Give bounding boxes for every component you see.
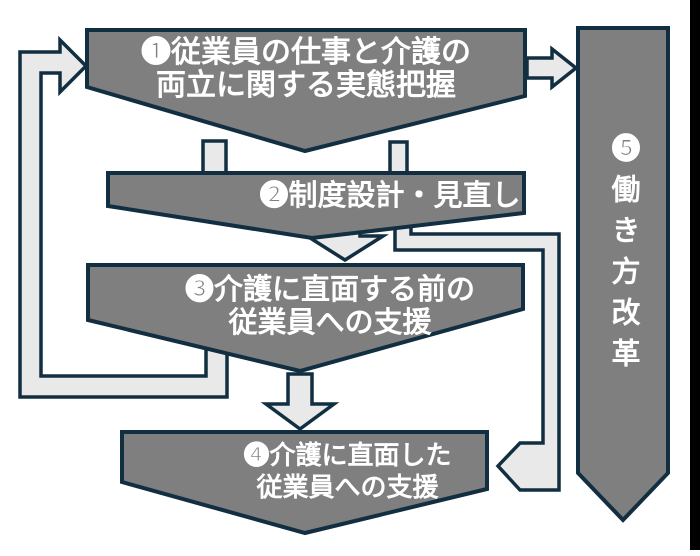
box1-shape (85, 28, 527, 154)
box2-shape (106, 171, 526, 241)
box3-shape (86, 263, 525, 374)
box4-shape (120, 430, 489, 536)
elbow-arrow-box2-to-box4 (393, 212, 561, 492)
arrow-box3-to-box4 (260, 372, 340, 432)
connector-box1-to-box2-right (388, 140, 409, 178)
box5-shape (576, 26, 670, 523)
feedback-arrow-box3-to-box1 (18, 35, 229, 399)
right-edge-bar (690, 0, 700, 550)
arrow-box1-to-box5 (525, 45, 579, 91)
